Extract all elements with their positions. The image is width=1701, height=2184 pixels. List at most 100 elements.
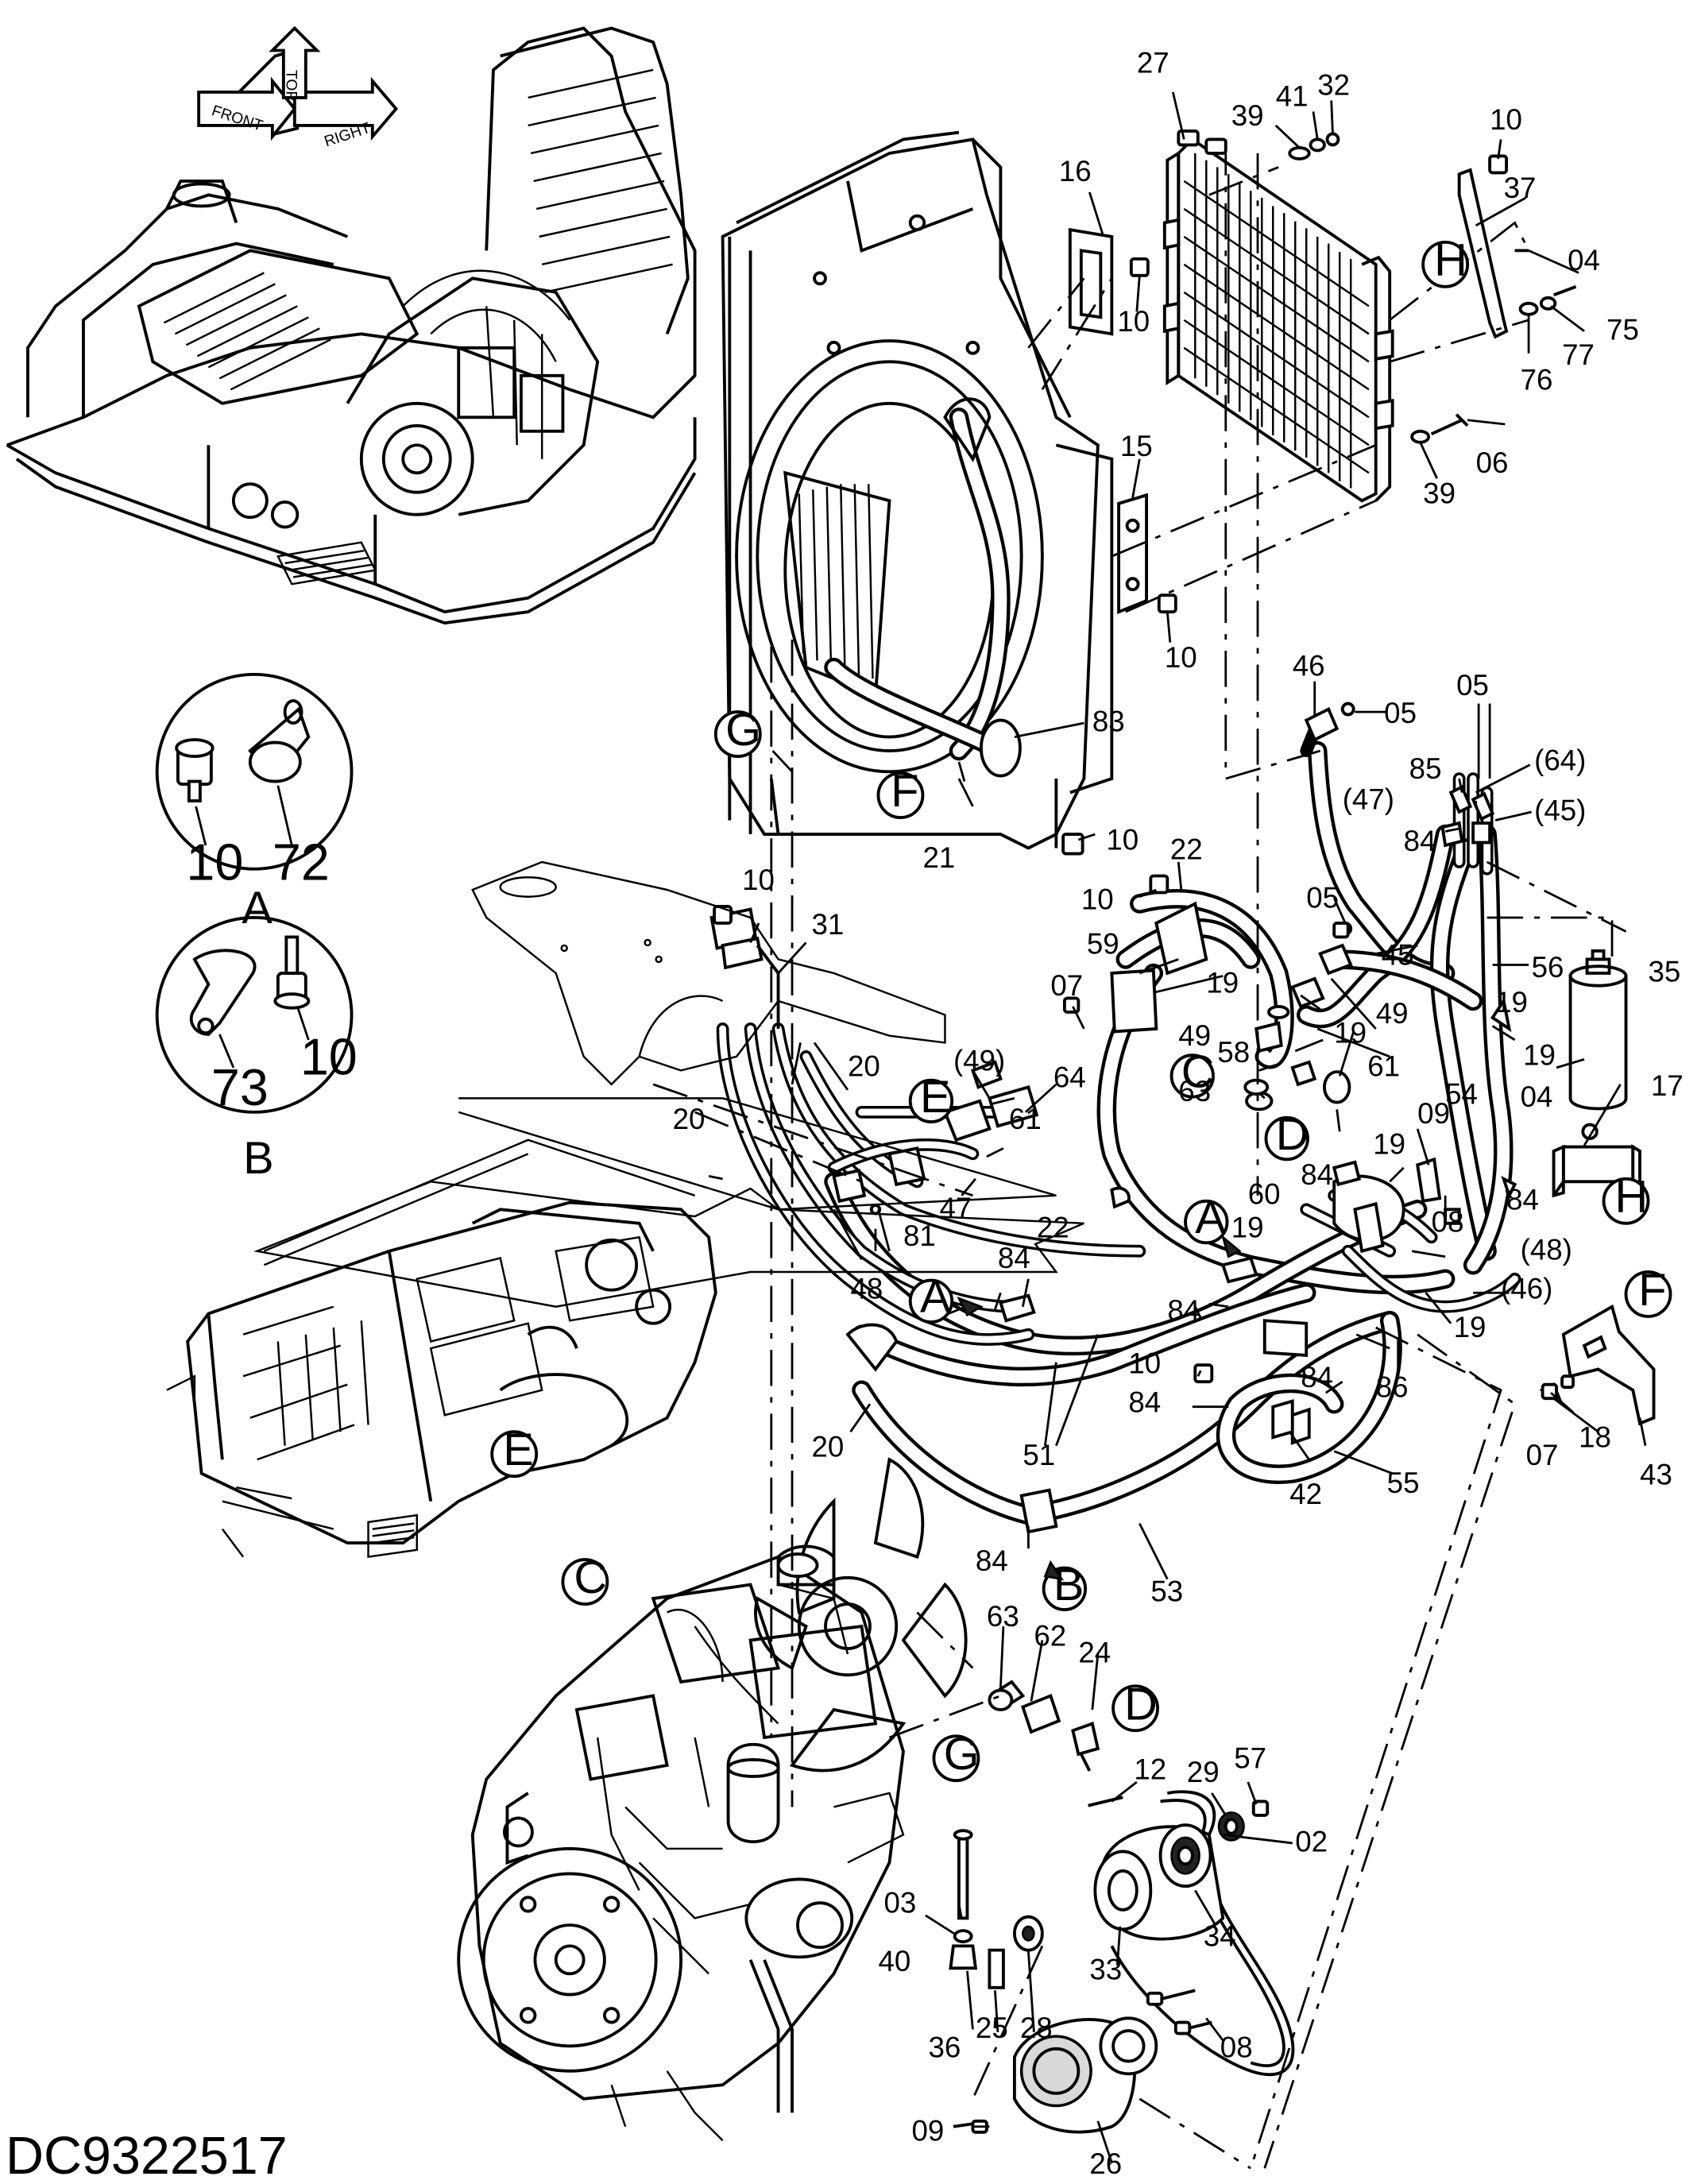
callout-45-paren: (45) [1534, 794, 1586, 827]
callout-84: 84 [1404, 825, 1436, 857]
callout-59: 59 [1087, 927, 1119, 960]
callout-62: 62 [1034, 1620, 1066, 1652]
callout-55: 55 [1387, 1467, 1420, 1499]
leader-lines [708, 91, 1647, 2163]
callout-42: 42 [1289, 1478, 1322, 1510]
callout-45: 45 [1382, 938, 1414, 971]
callout-16: 16 [1059, 155, 1092, 187]
callout-84: 84 [1167, 1294, 1200, 1327]
ref-letter-c-2: C [574, 1552, 607, 1603]
ref-letter-e-2: E [503, 1424, 534, 1475]
callout-10: 10 [1490, 103, 1522, 136]
callout-19: 19 [1454, 1311, 1486, 1343]
detail-view-a: 10 72 A [155, 672, 354, 934]
ref-letter-e-1: E [920, 1072, 951, 1123]
ref-letter-b-1: B [1053, 1560, 1084, 1610]
callout-19: 19 [1495, 986, 1528, 1019]
callout-63: 63 [987, 1600, 1019, 1633]
callout-75: 75 [1606, 313, 1639, 346]
callout-83: 83 [1092, 705, 1125, 738]
callout-49: 49 [1376, 997, 1409, 1030]
callout-06: 06 [1476, 446, 1509, 479]
detail-view-b: 73 10 B [155, 916, 358, 1184]
compressor-belt-pulley [949, 1680, 1295, 2134]
callout-10: 10 [1128, 1347, 1161, 1380]
callout-19: 19 [1373, 1127, 1405, 1160]
callout-07: 07 [1050, 969, 1083, 1002]
ref-letter-f-1: F [891, 766, 918, 817]
callout-37: 37 [1504, 172, 1537, 204]
callout-64-paren: (64) [1534, 744, 1586, 777]
callout-05: 05 [1306, 882, 1339, 914]
callout-46-paren: (46) [1501, 1272, 1552, 1305]
orientation-top-label: TOP [282, 70, 299, 101]
callout-19: 19 [1206, 966, 1239, 999]
callout-19: 19 [1523, 1038, 1556, 1071]
callout-05: 05 [1384, 697, 1417, 729]
callout-08: 08 [1220, 2031, 1253, 2063]
ref-letter-f-2: F [1638, 1265, 1666, 1316]
callout-47: 47 [939, 1192, 972, 1224]
ref-letter-h-2: H [1615, 1172, 1649, 1223]
callout-58: 58 [1217, 1036, 1250, 1069]
callout-08: 08 [1432, 1205, 1464, 1238]
callout-63: 63 [1178, 1075, 1211, 1107]
callout-10: 10 [1117, 305, 1150, 338]
callout-46: 46 [1293, 650, 1325, 682]
callout-25: 25 [976, 2012, 1008, 2044]
callout-84: 84 [998, 1242, 1030, 1274]
callout-40: 40 [878, 1945, 910, 1977]
callout-32: 32 [1317, 68, 1350, 101]
callout-56: 56 [1532, 951, 1564, 984]
machine-overview-drawing [6, 26, 697, 625]
radiator-shroud-drawing [721, 130, 1114, 856]
bracket-37 [1457, 154, 1577, 339]
callout-84: 84 [1506, 1183, 1539, 1216]
bracket-43 [1560, 1304, 1656, 1426]
receiver-dryer-35 [1568, 949, 1628, 1111]
callout-03: 03 [883, 1886, 916, 1919]
callout-84: 84 [1128, 1386, 1161, 1419]
callout-19: 19 [1334, 1016, 1367, 1049]
callout-15: 15 [1120, 430, 1153, 462]
callout-18: 18 [1579, 1421, 1611, 1453]
callout-09: 09 [1417, 1097, 1450, 1130]
callout-21: 21 [922, 841, 955, 874]
bracket-31 [721, 936, 780, 1029]
callout-76: 76 [1521, 363, 1553, 396]
callout-04: 04 [1521, 1080, 1553, 1113]
callout-33: 33 [1089, 1953, 1122, 1985]
part-callouts: 27 39 41 32 10 37 04 75 77 76 16 10 15 1… [673, 46, 1684, 2180]
ref-letter-a-1: A [920, 1272, 951, 1323]
cooling-fan-drawing [754, 1457, 968, 1772]
callout-34: 34 [1204, 1919, 1236, 1952]
callout-31: 31 [812, 908, 845, 941]
callout-54: 54 [1445, 1077, 1478, 1110]
callout-20: 20 [673, 1103, 706, 1135]
condenser-drawing [1162, 129, 1394, 503]
callout-48-paren: (48) [1521, 1233, 1572, 1266]
callout-22: 22 [1170, 833, 1203, 866]
callout-09: 09 [911, 2114, 944, 2147]
callout-10: 10 [1106, 823, 1139, 856]
callout-27: 27 [1137, 46, 1169, 79]
callout-36: 36 [928, 2031, 961, 2063]
ref-letter-d-2: D [1124, 1679, 1158, 1730]
reference-lines [263, 139, 1627, 2170]
callout-10: 10 [742, 864, 775, 896]
ref-letter-a-2: A [1195, 1193, 1226, 1243]
callout-35: 35 [1649, 955, 1681, 988]
engine-drawing [457, 1544, 905, 2142]
callout-28: 28 [1020, 2012, 1053, 2044]
callout-84: 84 [1301, 1158, 1333, 1191]
air-conditioner-unit-drawing [166, 1181, 1084, 1559]
callout-47-paren: (47) [1343, 783, 1394, 816]
callout-49: 49 [1178, 1019, 1211, 1052]
reference-letters: H H G G F F C C D D E E A A B [490, 235, 1672, 1783]
callout-84: 84 [976, 1544, 1008, 1577]
callout-41: 41 [1276, 79, 1309, 112]
callout-64: 64 [1053, 1061, 1086, 1093]
callout-43: 43 [1640, 1459, 1672, 1491]
callout-05: 05 [1456, 669, 1489, 702]
detail-a-label: A [242, 883, 273, 934]
